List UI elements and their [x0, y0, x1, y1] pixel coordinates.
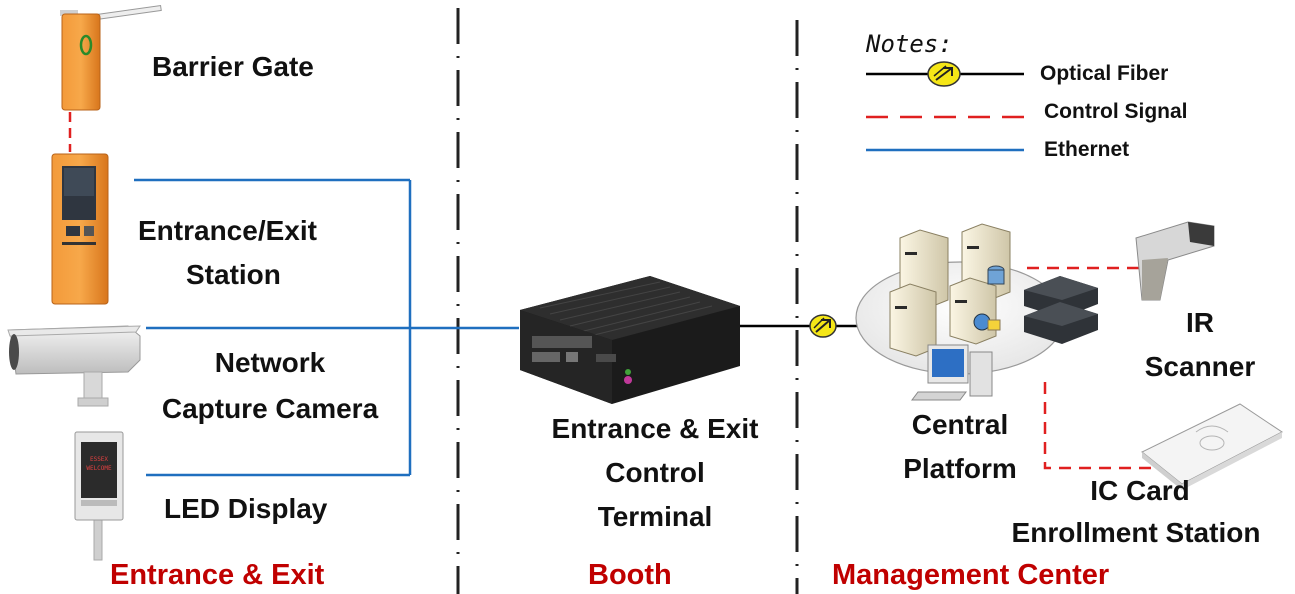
section-entrance-exit: Entrance & Exit — [110, 559, 325, 591]
terminal-label-line2: Control — [605, 457, 705, 488]
ir-scanner-label-line1: IR — [1186, 307, 1214, 338]
ic-card-label-line2: Enrollment Station — [1011, 517, 1261, 548]
legend — [866, 61, 1028, 152]
terminal-label-line1: Entrance & Exit — [551, 413, 759, 444]
station-label-line2: Station — [186, 259, 281, 290]
ic-card-label-line1: IC Card — [1090, 475, 1190, 506]
barrier-gate-icon — [60, 4, 162, 111]
station-label-line1: Entrance/Exit — [138, 215, 317, 246]
platform-label-line2: Platform — [903, 453, 1017, 484]
section-management-center: Management Center — [832, 559, 1110, 591]
server-cluster-icon — [855, 223, 1098, 401]
ic-card-reader-icon — [1141, 403, 1283, 490]
barrier-gate-label: Barrier Gate — [152, 51, 314, 82]
legend-optical-fiber: Optical Fiber — [1040, 62, 1169, 85]
terminal-label-line3: Terminal — [597, 501, 713, 532]
legend-control-signal: Control Signal — [1044, 100, 1188, 123]
control-signal-center — [1027, 266, 1160, 470]
entrance-station-icon — [51, 153, 109, 305]
legend-title: Notes: — [866, 30, 953, 58]
capture-camera-icon — [7, 325, 141, 407]
section-booth: Booth — [588, 559, 672, 591]
led-display-label: LED Display — [164, 493, 328, 524]
led-text-2: WELCOME — [86, 465, 112, 472]
fiber-connector-icon — [809, 314, 837, 338]
legend-ethernet: Ethernet — [1044, 138, 1130, 161]
legend-fiber-icon — [927, 61, 961, 87]
led-display-icon — [74, 431, 124, 561]
camera-label-line2: Capture Camera — [161, 393, 379, 424]
platform-label-line1: Central — [911, 409, 1009, 440]
ir-scanner-label-line2: Scanner — [1144, 351, 1256, 382]
ir-scanner-icon — [1135, 221, 1215, 301]
camera-label-line1: Network — [214, 347, 326, 378]
led-text-1: ESSEX — [90, 456, 108, 463]
ethernet-lines — [134, 178, 519, 477]
control-terminal-icon — [520, 276, 740, 404]
